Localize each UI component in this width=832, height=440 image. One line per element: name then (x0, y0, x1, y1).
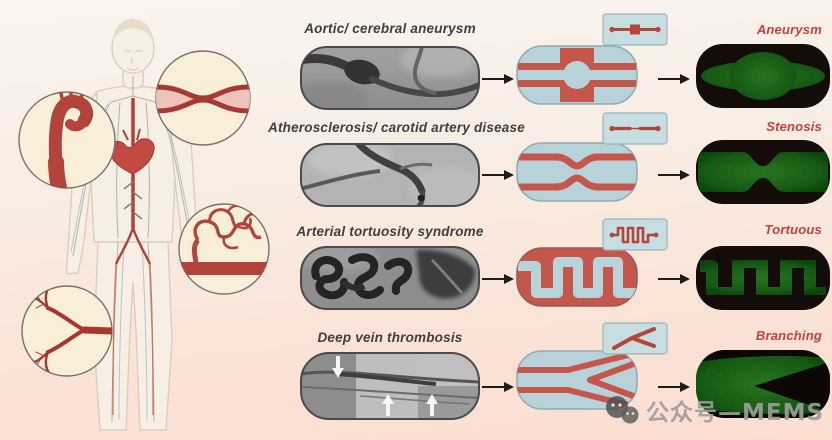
flow-arrow-icon (658, 382, 690, 392)
serpentine-channel-chip-schematic (516, 247, 638, 307)
model-label: Aneurysm (756, 22, 822, 37)
stenosis-channel-chip-schematic (516, 142, 638, 202)
disease-label: Deep vein thrombosis (317, 330, 463, 345)
callout-aortic-arch-aneurysm (18, 91, 116, 189)
disease-label: Aortic/ cerebral aneurysm (304, 21, 476, 36)
human-circulatory-figure (18, 19, 270, 431)
flow-arrow-icon (482, 74, 514, 84)
disease-label: Atherosclerosis/ carotid artery disease (268, 120, 525, 135)
flow-arrow-icon (482, 274, 514, 284)
stenosis-angiogram-image (300, 143, 480, 207)
venogram-arrow-icons (332, 356, 438, 416)
stenosis-chip-inset (602, 112, 668, 145)
tortuosity-angiogram-image (300, 246, 480, 310)
flow-arrow-icon (482, 382, 514, 392)
flow-arrow-icon (658, 170, 690, 180)
model-label: Stenosis (766, 119, 822, 134)
aneurysm-angiogram-image (300, 46, 480, 110)
stenosis-fluorescence-image (696, 140, 830, 204)
watermark-text: 公众号—MEMS (646, 400, 825, 426)
wechat-icon (606, 396, 639, 424)
disease-label: Arterial tortuosity syndrome (296, 224, 484, 239)
callout-tortuous-vessels (178, 203, 270, 295)
branching-fluorescence-image (696, 350, 830, 418)
aneurysm-chip-inset (602, 13, 668, 46)
flow-arrow-icon (658, 74, 690, 84)
deep-vein-thrombosis-venogram-image (300, 352, 480, 420)
aneurysm-channel-chip-schematic (516, 45, 638, 105)
tortuous-fluorescence-image (696, 246, 830, 310)
branching-chip-inset (602, 322, 668, 355)
serpentine-chip-inset (602, 218, 668, 251)
heart-and-aorta (109, 98, 155, 416)
model-label: Branching (755, 328, 822, 343)
model-label: Tortuous (764, 222, 822, 237)
watermark: 公众号—MEMS (604, 393, 824, 427)
flow-arrow-icon (482, 170, 514, 180)
callout-stenosed-artery (155, 50, 251, 146)
flow-arrow-icon (658, 274, 690, 284)
aneurysm-fluorescence-image (696, 44, 830, 108)
